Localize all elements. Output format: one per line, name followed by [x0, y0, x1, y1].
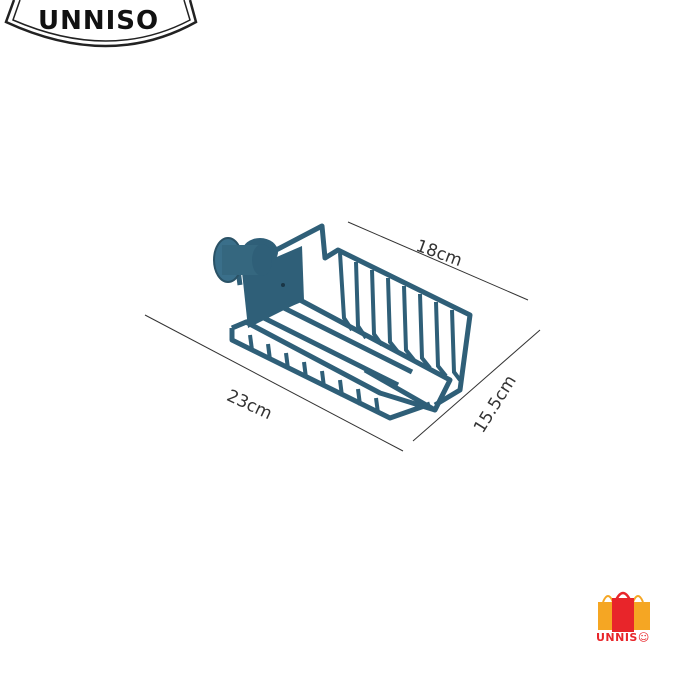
brand-logo-text: UNNIS☺ — [596, 631, 650, 644]
smiley-icon: ☺ — [637, 631, 650, 644]
brand-badge — [4, 0, 198, 48]
brand-name: UNNIS — [596, 631, 638, 644]
shopping-bags-logo-icon — [598, 591, 650, 632]
brand-badge-text: UNNISO — [38, 6, 160, 36]
